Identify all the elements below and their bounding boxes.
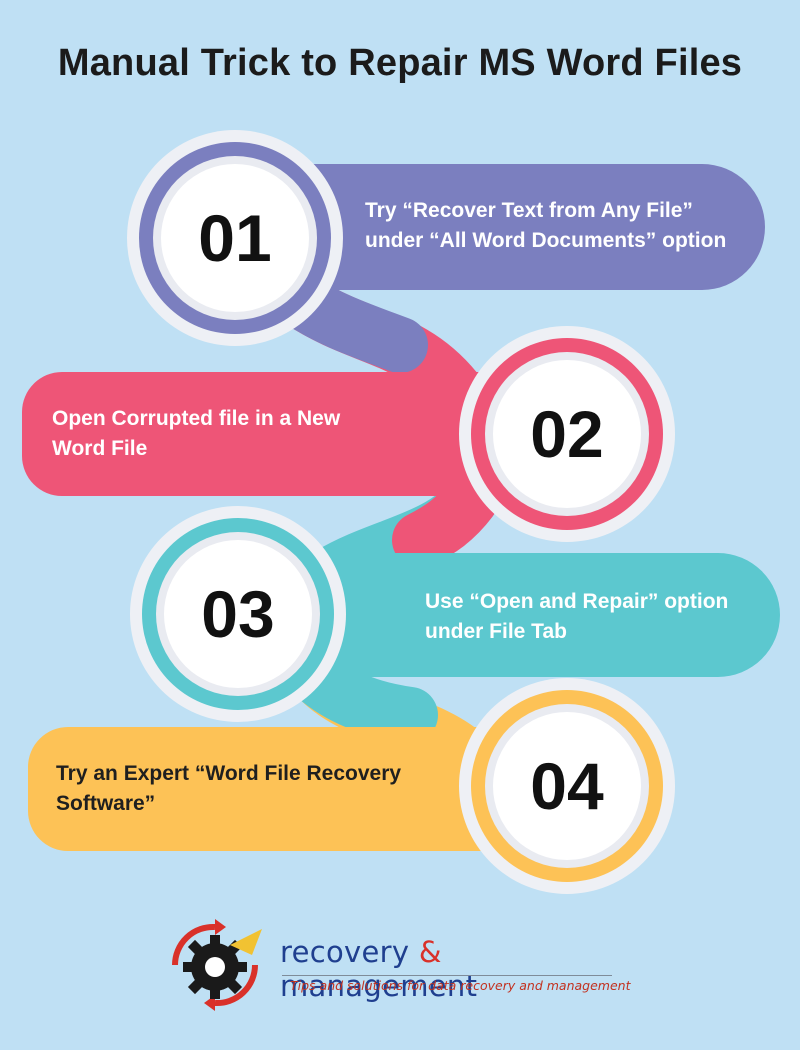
step-03-number: 03 xyxy=(201,577,275,651)
step-03-text: Use “Open and Repair” option under File … xyxy=(425,587,728,647)
gear-icon xyxy=(171,919,262,1011)
step-04-text: Try an Expert “Word File Recovery Softwa… xyxy=(56,759,401,819)
step-02-text-line-2: Word File xyxy=(52,437,148,460)
step-03-pill xyxy=(240,553,780,677)
step-01-disc xyxy=(161,164,309,312)
step-02-text: Open Corrupted file in a New Word File xyxy=(52,404,340,464)
step-02-text-line-1: Open Corrupted file in a New xyxy=(52,407,341,430)
connector-02-03-top xyxy=(392,472,498,568)
logo-title: recovery & management xyxy=(280,935,640,1003)
step-04-text-line-1: Try an Expert “Word File Recovery xyxy=(56,762,402,785)
logo-divider xyxy=(282,975,612,976)
step-04-pill xyxy=(28,727,588,851)
brand-logo: recovery & management Tips and solutions… xyxy=(160,915,640,1015)
step-01-text-line-2: under “All Word Documents” option xyxy=(365,229,727,252)
step-02-number: 02 xyxy=(530,397,604,471)
step-03-text-line-1: Use “Open and Repair” option xyxy=(425,590,729,613)
step-01-pill xyxy=(230,164,765,290)
step-02-disc xyxy=(493,360,641,508)
step-03-disc xyxy=(164,540,312,688)
logo-ampersand: & xyxy=(418,935,442,969)
step-03-text-line-2: under File Tab xyxy=(425,620,567,643)
logo-name-part1: recovery xyxy=(280,935,410,969)
step-04-number: 04 xyxy=(530,749,604,823)
step-04-text-line-2: Software” xyxy=(56,792,156,815)
step-01-text-line-1: Try “Recover Text from Any File” xyxy=(365,199,693,222)
step-04-disc xyxy=(493,712,641,860)
step-02-pill xyxy=(22,372,582,496)
step-01-text: Try “Recover Text from Any File” under “… xyxy=(365,196,726,256)
logo-tagline: Tips and solutions for data recovery and… xyxy=(290,978,631,993)
connector-03-04-top xyxy=(292,652,438,743)
logo-name-part2: management xyxy=(280,969,478,1003)
page-title: Manual Trick to Repair MS Word Files xyxy=(57,42,743,84)
step-01-number: 01 xyxy=(198,201,272,275)
